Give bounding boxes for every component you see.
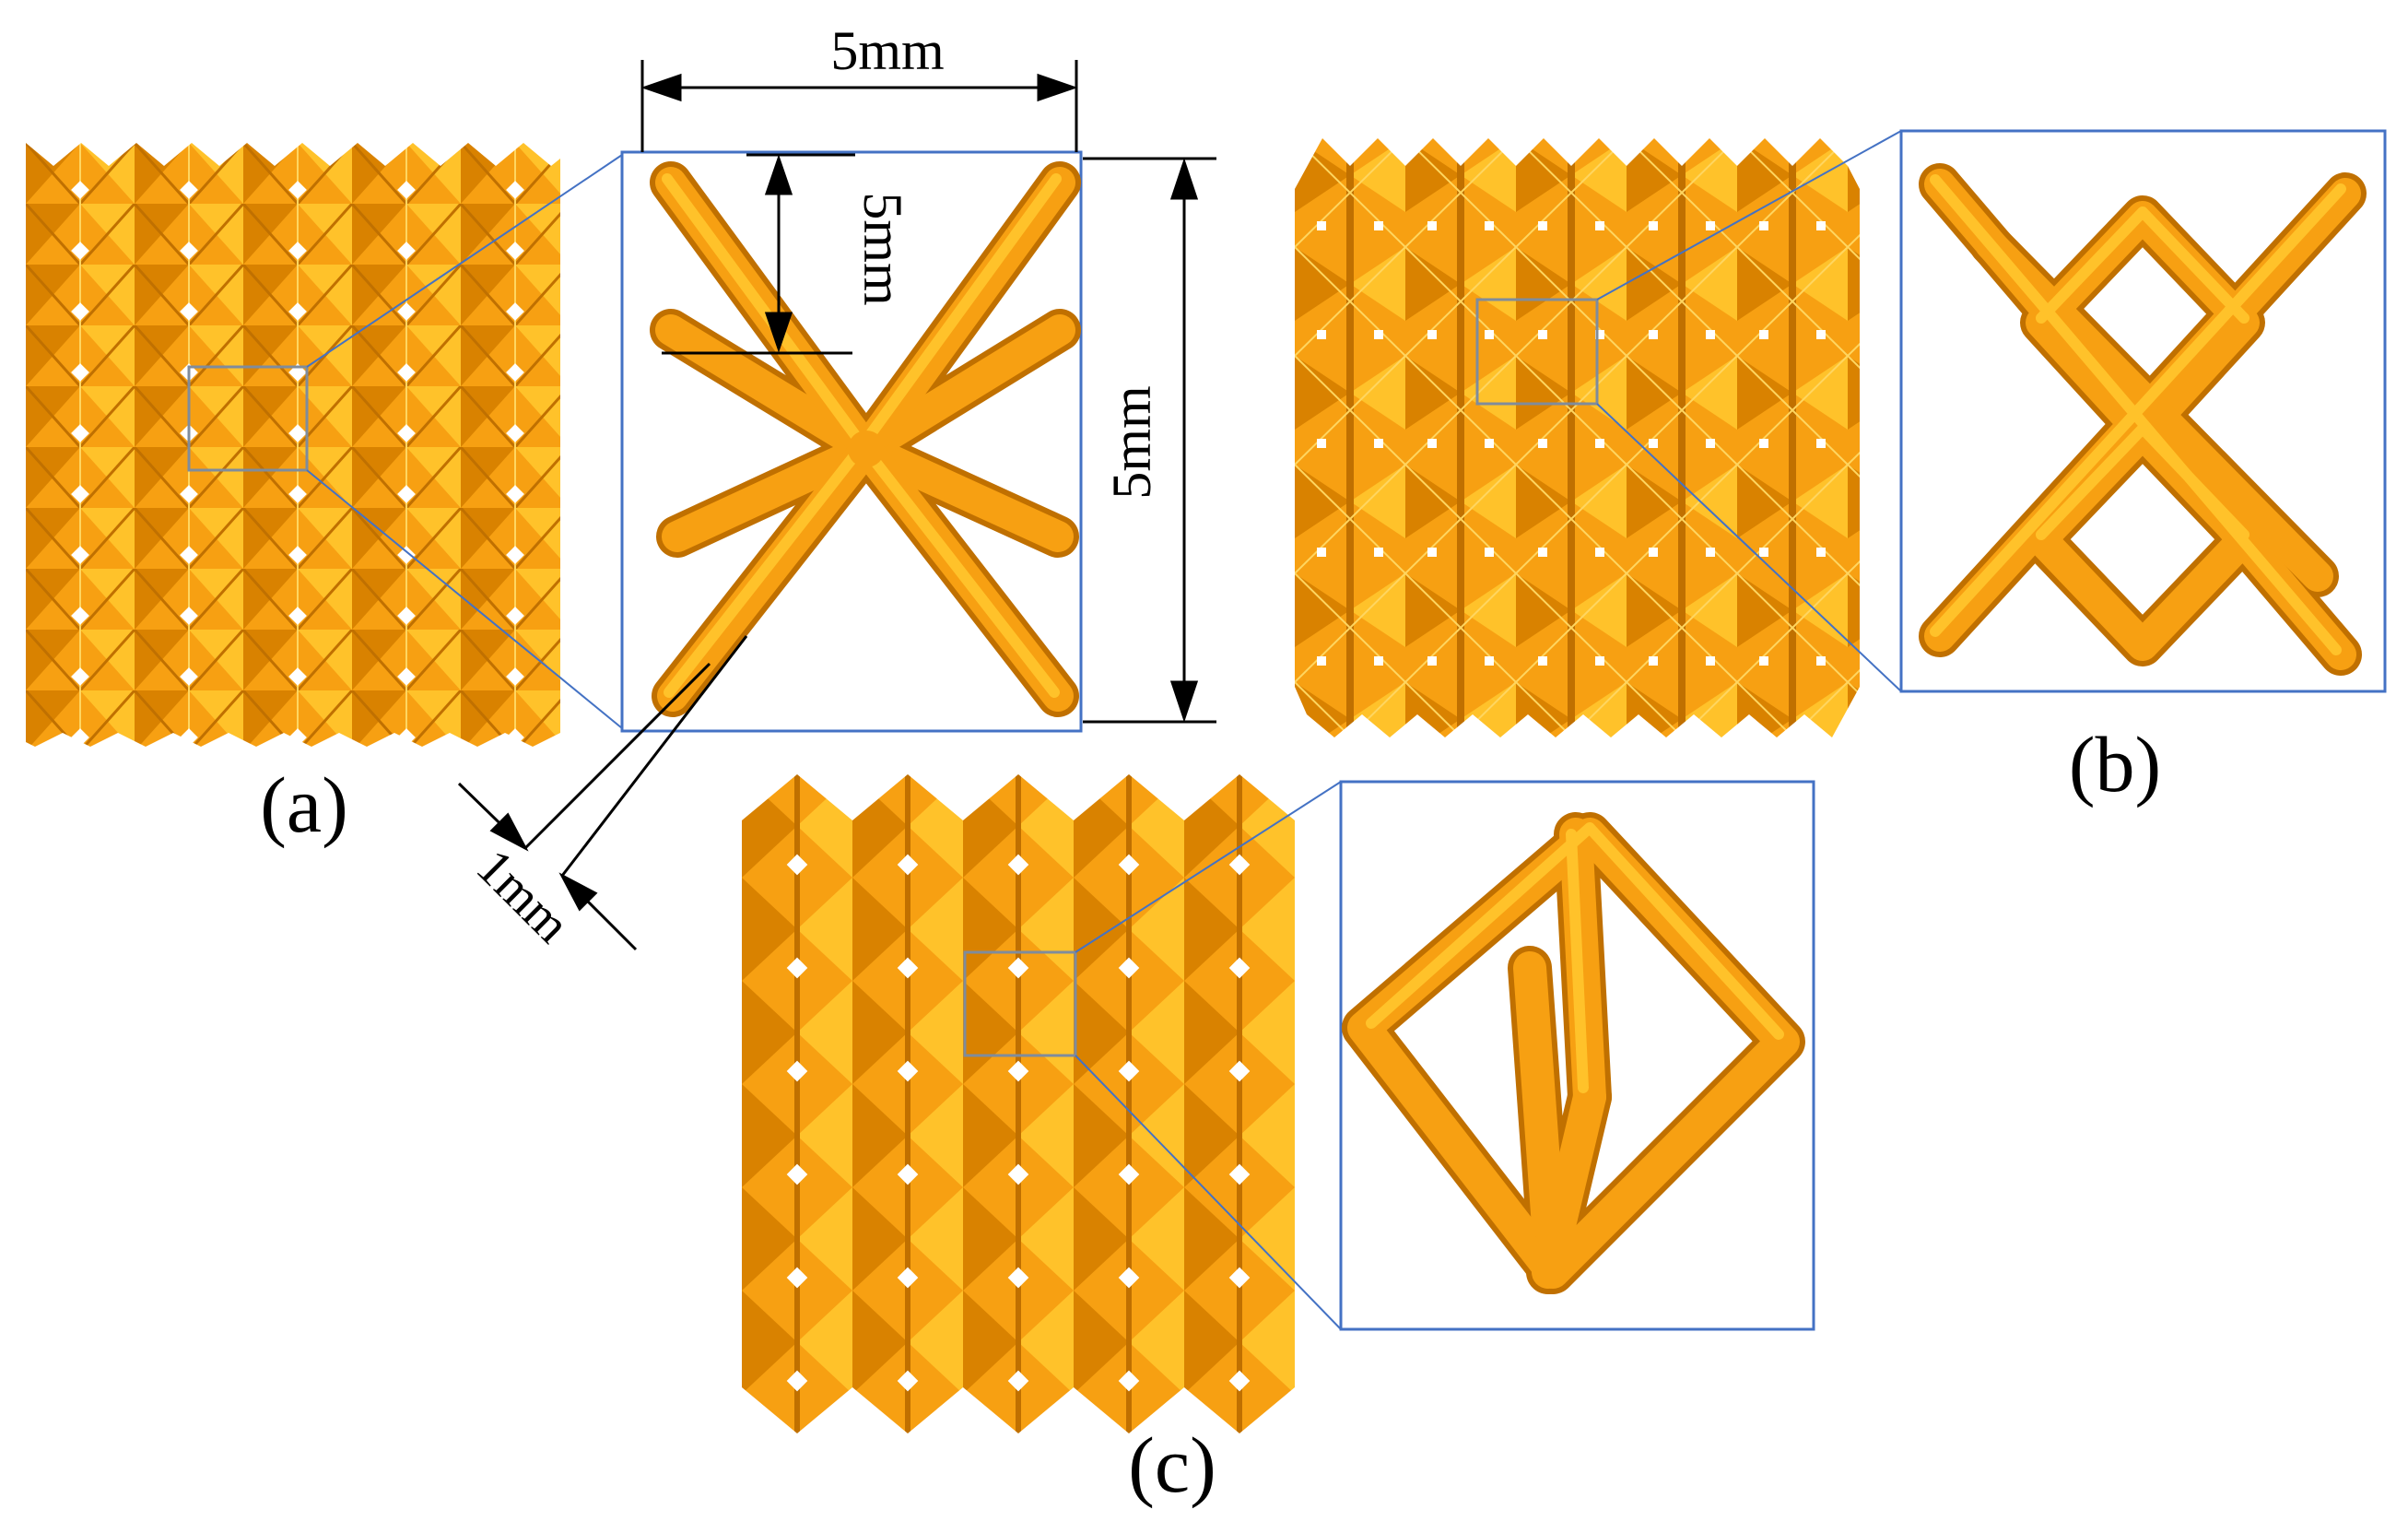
- dim-diameter-arrow-2: [558, 872, 598, 912]
- dim-diameter-extension-2: [560, 635, 748, 877]
- panel-b-unit-cell: [1919, 163, 2367, 676]
- dim-height-arrow-bottom: [1169, 680, 1199, 723]
- dim-diameter-extension-1: [523, 662, 711, 850]
- panel-c-label: (c): [1128, 1421, 1216, 1509]
- panel-c-zoom-connector-top: [1075, 781, 1342, 953]
- panel-a-zoom-connector-bottom: [306, 469, 623, 729]
- panel-a-label: (a): [260, 761, 347, 849]
- panel-a-lattice: [26, 143, 560, 747]
- dim-diameter-label: 1mm: [465, 839, 581, 954]
- dim-spacing-label: 5mm: [852, 192, 913, 305]
- panel-c-unit-cell: [1342, 812, 1805, 1294]
- panel-c-zoom-connector-bottom: [1075, 1055, 1342, 1330]
- panel-a-lattice-block: [26, 143, 560, 747]
- panel-c-lattice-block: [742, 774, 1295, 1433]
- dim-height-arrow-top: [1169, 158, 1199, 200]
- panel-c-lattice: [742, 774, 1295, 1433]
- dimension-annotations: [457, 60, 1216, 951]
- panel-a-zoom-box: [187, 365, 309, 472]
- dim-height-label: 5mm: [1101, 385, 1162, 499]
- dim-spacing-arrow-bottom: [764, 312, 793, 353]
- dim-width-label: 5mm: [830, 20, 944, 81]
- panel-a-zoom-connector-top: [306, 154, 623, 368]
- panel-b-zoom-connector-bottom: [1596, 403, 1902, 692]
- panel-a-unit-cell: [650, 161, 1081, 717]
- panel-a-node: [848, 430, 885, 467]
- dim-diameter-arrow-1: [489, 812, 529, 852]
- panel-b-zoom-connector-top: [1596, 130, 1902, 301]
- dim-width-arrow-right: [1037, 73, 1078, 102]
- dim-spacing-arrow-top: [764, 154, 793, 195]
- panel-b-label: (b): [2069, 720, 2161, 808]
- panel-b-lattice: [1295, 138, 1860, 737]
- panel-c-zoom-box: [963, 950, 1077, 1057]
- panel-b-lattice-block: [1295, 138, 1860, 737]
- dim-width-arrow-left: [640, 73, 682, 102]
- panel-b-zoom-box: [1475, 298, 1599, 406]
